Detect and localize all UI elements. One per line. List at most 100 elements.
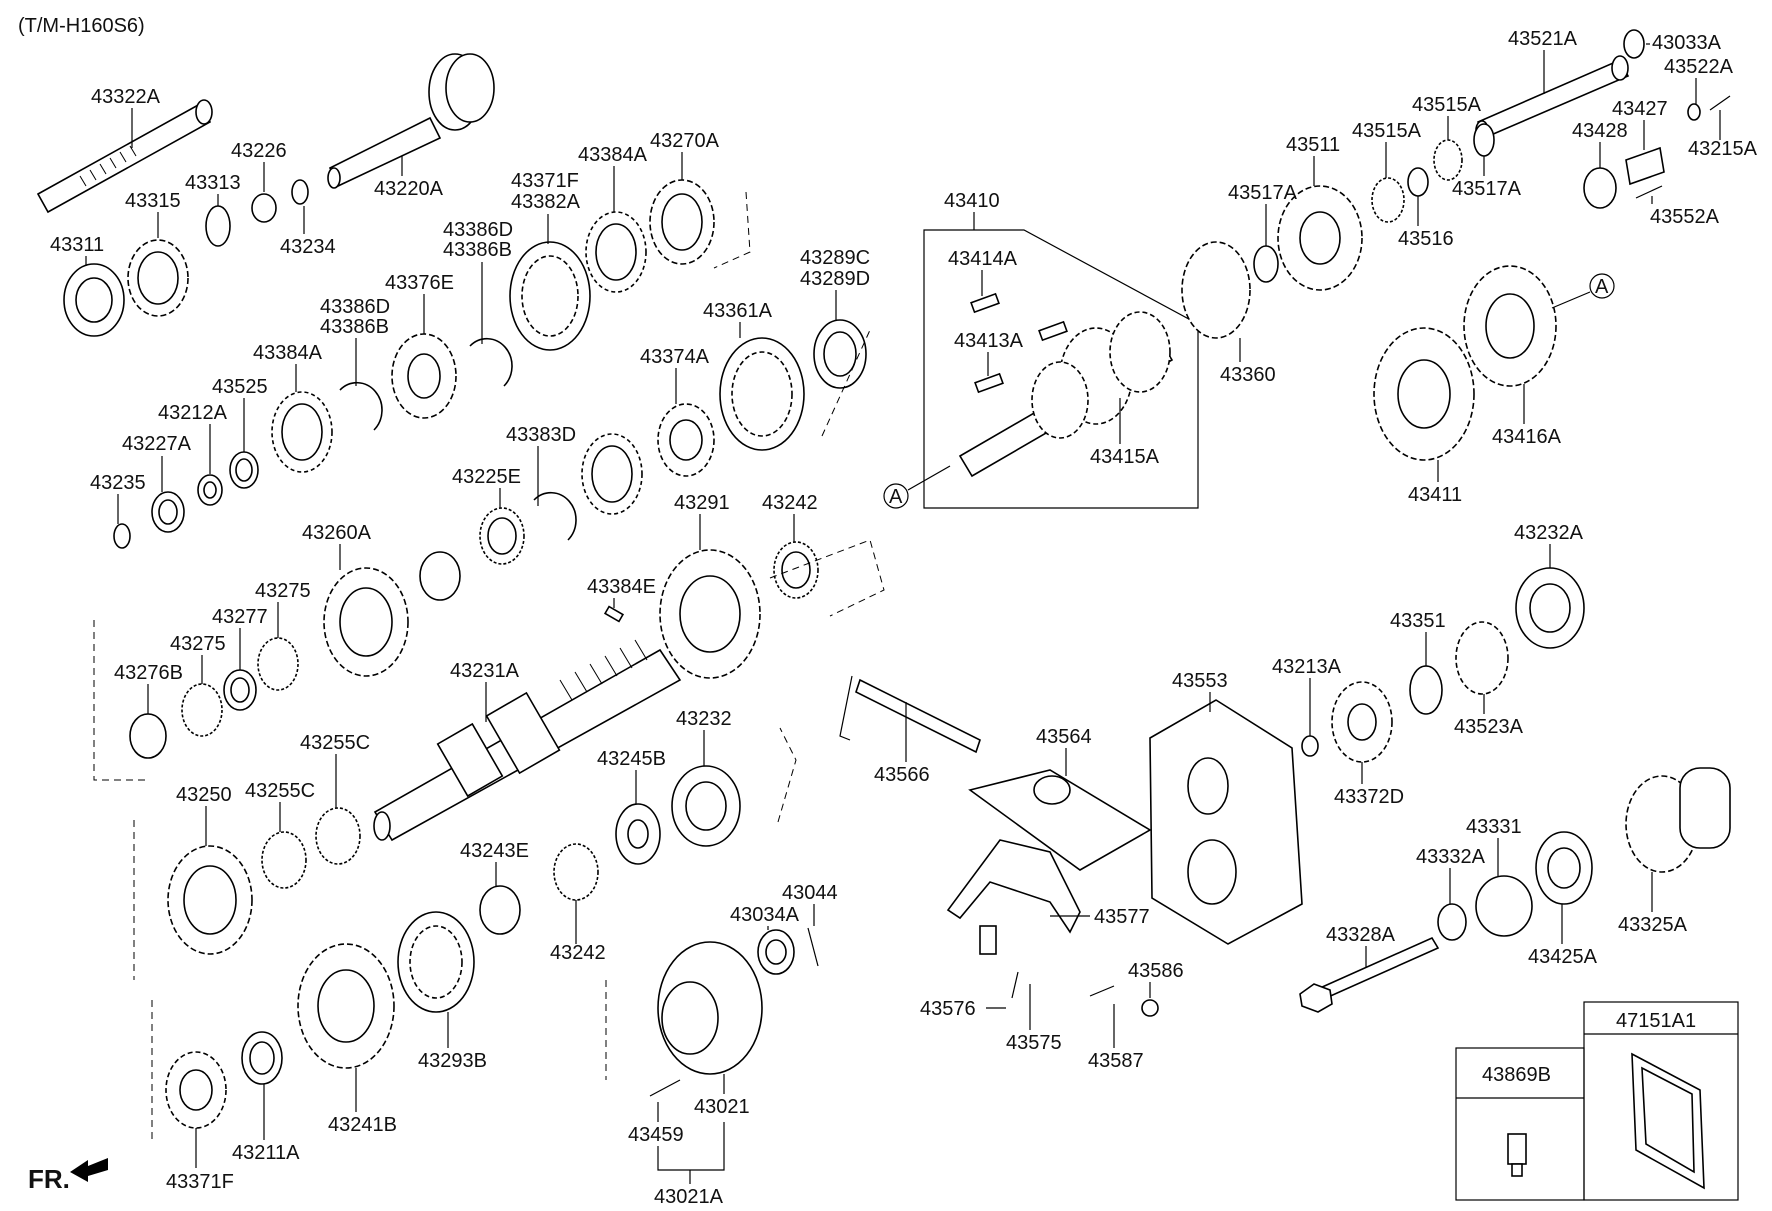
part-label: 43250 [176,784,232,806]
part-label: 43044 [782,882,838,904]
cotter-pin-43044 [807,927,819,967]
part-label: 43034A [730,904,800,926]
part-labels: 43322A 43226 43313 43315 43311 43234 432… [50,28,1758,1208]
collar-43331 [1475,875,1533,937]
part-label: 43227A [122,433,192,455]
bearing-43311 [63,263,125,337]
gear-43260A [323,567,409,677]
part-label: 43371F [511,170,579,192]
part-label: 43232A [1514,522,1584,544]
gear-43250 [167,845,253,955]
gasket-icon [1631,1052,1705,1190]
part-label: 43416A [1492,426,1562,448]
part-label: 43577 [1094,906,1150,928]
part-label: 43325A [1618,914,1688,936]
part-label: 43242 [550,942,606,964]
part-label: 43275 [255,580,311,602]
part-label: 43255C [245,780,315,802]
shoe-43575 [979,925,997,955]
bolt-43576 [1011,971,1019,999]
part-label: 43211A [232,1142,300,1164]
part-label: 43328A [1326,924,1396,946]
part-label: 43564 [1036,726,1092,748]
part-label: 43428 [1572,120,1628,142]
sensor-icon [1507,1133,1527,1177]
collar-43276B [129,713,167,759]
bolt-43215A [1709,95,1731,111]
synchro-ring-43384A-upper [585,211,647,293]
nut-43034A [757,929,795,975]
needle-bearing-43515A-a [1371,177,1405,223]
part-label: 43360 [1220,364,1276,386]
snap-ring-43234 [291,179,309,205]
part-label: 43021A [654,1186,724,1208]
needle-bearing-43255C-a [315,807,361,865]
part-label: 43311 [50,234,104,256]
gear-43374A [657,403,715,477]
needle-bearing-43515A-b [1433,139,1463,181]
gear-43325A [1625,767,1731,873]
part-label: 43575 [1006,1032,1062,1054]
part-label: 43291 [674,492,730,514]
synchro-ring-43383D [581,433,643,515]
part-label: 43234 [280,236,336,258]
washer-43522A [1687,103,1701,121]
countershaft-group-box [923,229,1199,509]
gear-43511 [1277,185,1363,291]
needle-bearing-43275-a [257,637,299,691]
part-label: 43384E [587,576,656,598]
part-label: 43275 [170,633,226,655]
part-label: 43511 [1286,134,1340,156]
needle-bearing-43225E [479,507,525,565]
gear-43360 [1181,241,1251,339]
ring-43517A-right [1473,123,1495,157]
svg-text:A: A [889,486,903,508]
part-label: 43415A [1090,446,1160,468]
ring-43517A-left [1253,245,1279,283]
front-arrow-icon [70,1158,108,1182]
part-label: 43587 [1088,1050,1144,1072]
part-label: 43376E [385,272,454,294]
part-label: 43521A [1508,28,1578,50]
part-label: 43315 [125,190,181,212]
part-label: 43515A [1412,94,1482,116]
gear-43291 [659,549,761,679]
part-label: 43277 [212,606,268,628]
gear-43241B [297,943,395,1069]
part-label: 43270A [650,130,720,152]
kit-box-43869B [1455,1047,1585,1201]
svg-text:A: A [1595,276,1609,298]
part-label: 43523A [1454,716,1524,738]
part-label: 43427 [1612,98,1668,120]
part-label: 43425A [1528,946,1598,968]
part-label: 43226 [231,140,287,162]
part-label: 43361A [703,300,773,322]
front-indicator: FR. [28,1164,70,1194]
snap-ring-43033A [1623,29,1645,59]
snap-ring-43226 [251,193,277,223]
part-label: 43413A [954,330,1024,352]
part-label: 43331 [1466,816,1522,838]
ring-43289C [813,319,867,389]
synchro-ring-43384A-lower [271,391,333,473]
fork-43577 [946,839,1081,934]
part-label: 43384A [253,342,323,364]
ring-43313 [205,205,231,247]
part-label: 43386B [320,316,389,338]
bolt-43586 [1141,999,1159,1017]
pin-43384E [603,605,625,623]
part-label: 43215A [1688,138,1758,160]
part-label: 43382A [511,191,581,213]
gear-43372D [1331,681,1393,763]
rail-43566 [839,675,981,754]
half-ring-43386D-lower [339,381,383,431]
part-label: 43414A [948,248,1018,270]
part-label: 43243E [460,840,529,862]
gear-43411 [1373,327,1475,461]
part-label: 43332A [1416,846,1486,868]
ref-marker-right: A [1551,273,1615,309]
part-label: 43552A [1650,206,1720,228]
ring-43277 [223,669,257,711]
disc-43428 [1583,167,1617,209]
part-label: 43374A [640,346,710,368]
